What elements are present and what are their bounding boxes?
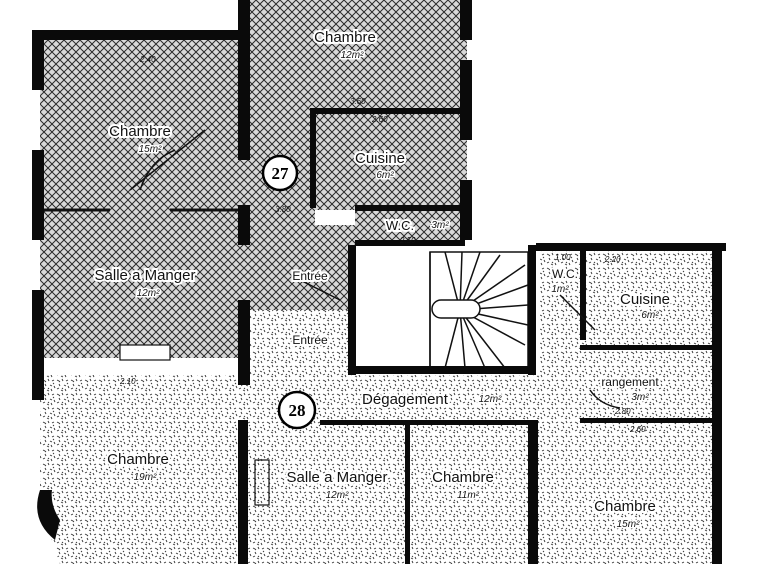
room-28-rangement-label: rangement	[601, 375, 659, 389]
room-27-wc-label: W.C.	[386, 218, 414, 233]
room-27-chambre-top-label: Chambre	[314, 29, 376, 46]
room-27-salle-area: 12m²	[137, 288, 160, 299]
room-28-cuisine-label: Cuisine	[620, 291, 670, 308]
room-27-entree-label: Entrée	[292, 269, 328, 283]
dimension-label: 2.10	[119, 377, 136, 386]
room-27-chambre-left-area: 15m²	[139, 144, 162, 155]
unit-27-area	[40, 0, 467, 358]
room-28-wc-label: W.C.	[552, 267, 578, 281]
room-28-chambre-mid-area: 11m²	[457, 490, 480, 501]
room-27-cuisine-fill	[315, 110, 467, 210]
room-27-cuisine-label: Cuisine	[355, 150, 405, 167]
dimension-label: 3.80	[275, 205, 291, 214]
room-28-salle-area: 12m²	[326, 490, 349, 501]
walls	[32, 0, 726, 564]
dimension-label: 1.00	[555, 253, 571, 262]
dimension-label: 3.60	[350, 97, 366, 106]
unit-27-marker: 27	[261, 154, 299, 192]
room-28-chambre-left-area: 19m²	[134, 472, 157, 483]
room-28-wc-area: 1m²	[551, 284, 569, 295]
unit-28-number: 28	[289, 401, 306, 420]
room-28-entree-label: Entrée	[292, 333, 328, 347]
room-27-chambre-left-fill	[40, 38, 245, 210]
room-28-rangement-area: 3m²	[631, 392, 649, 403]
dimension-label: 2.50	[399, 236, 416, 245]
room-28-cuisine-area: 6m²	[641, 310, 659, 321]
room-27-salle-label: Salle a Manger	[95, 267, 196, 284]
unit-27-number: 27	[272, 164, 290, 183]
room-27-chambre-top-area: 12m²	[341, 50, 364, 61]
dimension-label: 2.20	[604, 255, 621, 264]
dimension-label: 2.60	[371, 115, 388, 124]
room-28-chambre-right-label: Chambre	[594, 498, 656, 515]
room-28-degagement-area: 12m²	[479, 394, 502, 405]
room-27-chambre-top-fill	[245, 0, 467, 110]
unit-28-fill	[40, 245, 720, 564]
staircase	[355, 250, 530, 370]
partitions	[44, 129, 621, 506]
room-28-chambre-left-label: Chambre	[107, 451, 169, 468]
dimension-label: 2.60	[629, 425, 646, 434]
room-27-cuisine-area: 6m²	[376, 170, 394, 181]
room-28-chambre-mid-label: Chambre	[432, 469, 494, 486]
room-28-degagement-label: Dégagement	[362, 391, 449, 408]
room-28-salle-label: Salle a Manger	[287, 469, 388, 486]
dimension-label: 2.80	[614, 407, 631, 416]
room-27-wc-area: 3m²	[431, 220, 449, 231]
unit-28-marker: 28	[277, 390, 317, 430]
room-28-chambre-right-area: 15m²	[617, 519, 640, 530]
unit-28-area	[40, 245, 720, 564]
room-27-wc-fill	[355, 210, 465, 245]
room-27-chambre-left-label: Chambre	[109, 123, 171, 140]
dimension-label: 2.40	[139, 55, 156, 64]
